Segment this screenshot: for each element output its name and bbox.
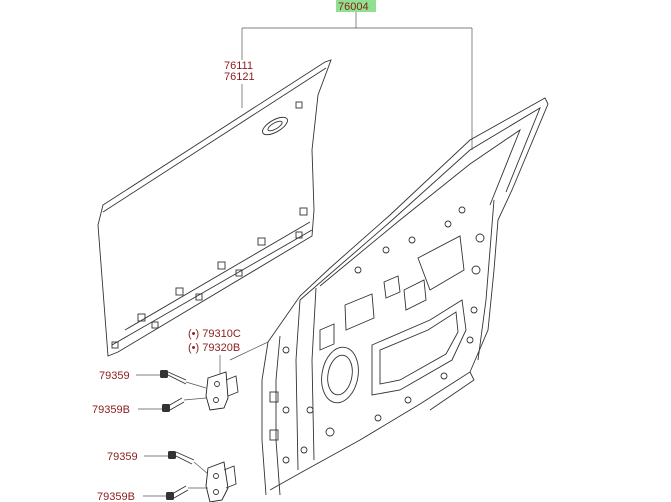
assembly-leader: [241, 12, 473, 150]
callout-76121[interactable]: 76121: [224, 71, 255, 83]
bolt-79359-lower: [168, 451, 209, 475]
bolt-79359b-upper: [162, 397, 207, 412]
callout-79359b-upper[interactable]: 79359B: [92, 404, 130, 416]
callout-79359-upper[interactable]: 79359: [99, 370, 130, 382]
callout-76111[interactable]: 76111: [224, 60, 253, 72]
bolt-79359b-lower: [166, 485, 208, 500]
bolt-79359-upper: [160, 370, 207, 389]
assembly-number-highlight: [336, 0, 376, 12]
lower-hinge: [205, 461, 237, 502]
callout-79359-lower[interactable]: 79359: [107, 451, 138, 463]
callout-79310c[interactable]: (•) 79310C: [188, 328, 241, 340]
callout-79320b[interactable]: (•) 79320B: [188, 342, 240, 354]
upper-hinge: [205, 371, 239, 411]
outer-door-panel: [97, 59, 332, 357]
door-inner-frame: [261, 97, 549, 496]
callout-76004[interactable]: 76004: [338, 1, 369, 13]
inner-panel-openings: [269, 206, 485, 464]
callout-79359b-lower[interactable]: 79359B: [97, 491, 135, 502]
hinge-to-frame-leader: [229, 341, 269, 361]
